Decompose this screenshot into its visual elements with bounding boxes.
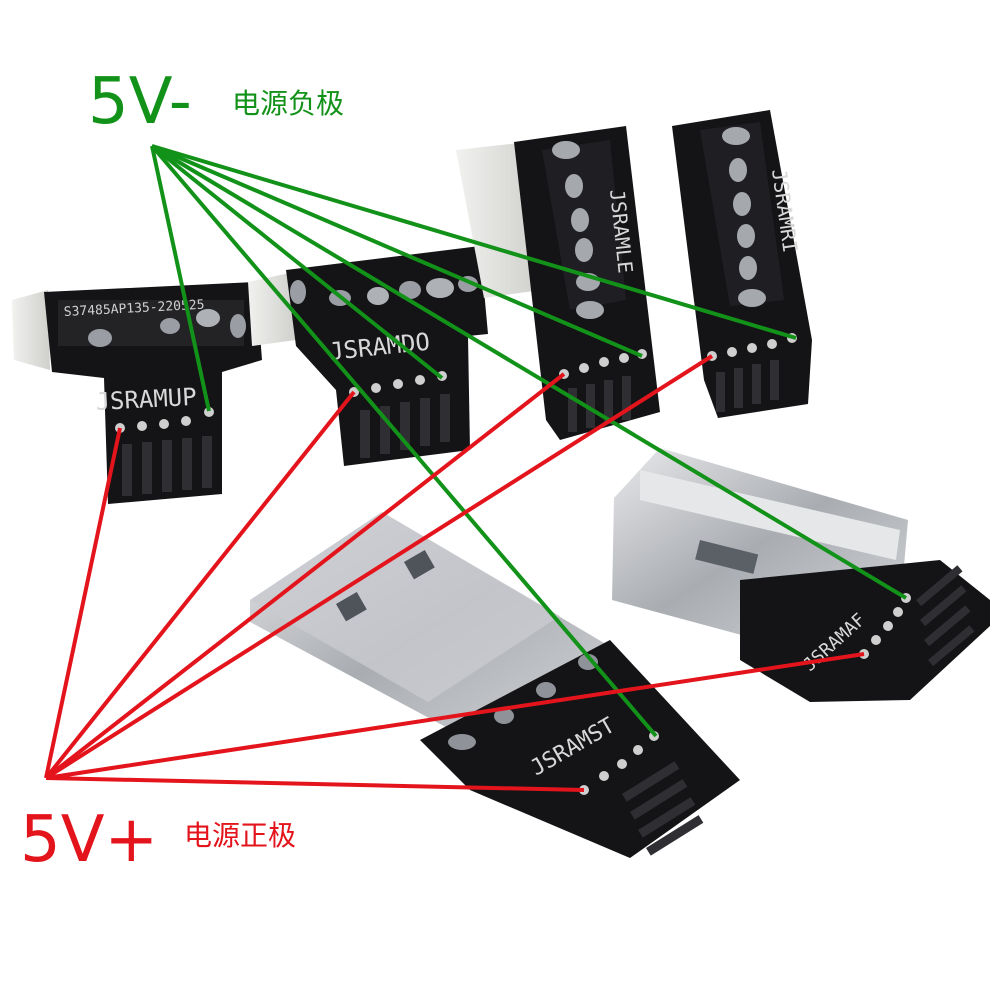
edge-contacts [622,761,704,856]
solder-joints [722,127,766,307]
board-jsramri: JSRAMRI [672,110,812,418]
solder-joints [448,654,598,750]
positive-caption-label: 电源正极 [184,819,297,852]
negative-leader-lines [150,144,908,738]
edge-contacts [360,394,450,458]
edge-contacts [915,565,975,667]
edge-contacts [568,376,631,432]
board-code: S37485AP135-220525 [63,298,204,320]
positive-leader-lines [44,354,865,792]
edge-contacts [122,436,212,496]
board-jsramup: S37485AP135-220525 JSRAMUP [12,282,262,504]
solder-joints [552,141,604,319]
pad-row [859,593,911,659]
solder-joints [88,309,246,347]
edge-contacts [716,360,779,412]
negative-caption-label: 电源负极 [232,87,345,120]
negative-voltage-label: 5V- [88,65,192,139]
board-jsramle: JSRAMLE [456,126,660,440]
board-silk: JSRAMUP [95,383,197,416]
positive-voltage-label: 5V+ [20,803,159,877]
board-jsramdo: JSRAMDO [248,246,488,466]
